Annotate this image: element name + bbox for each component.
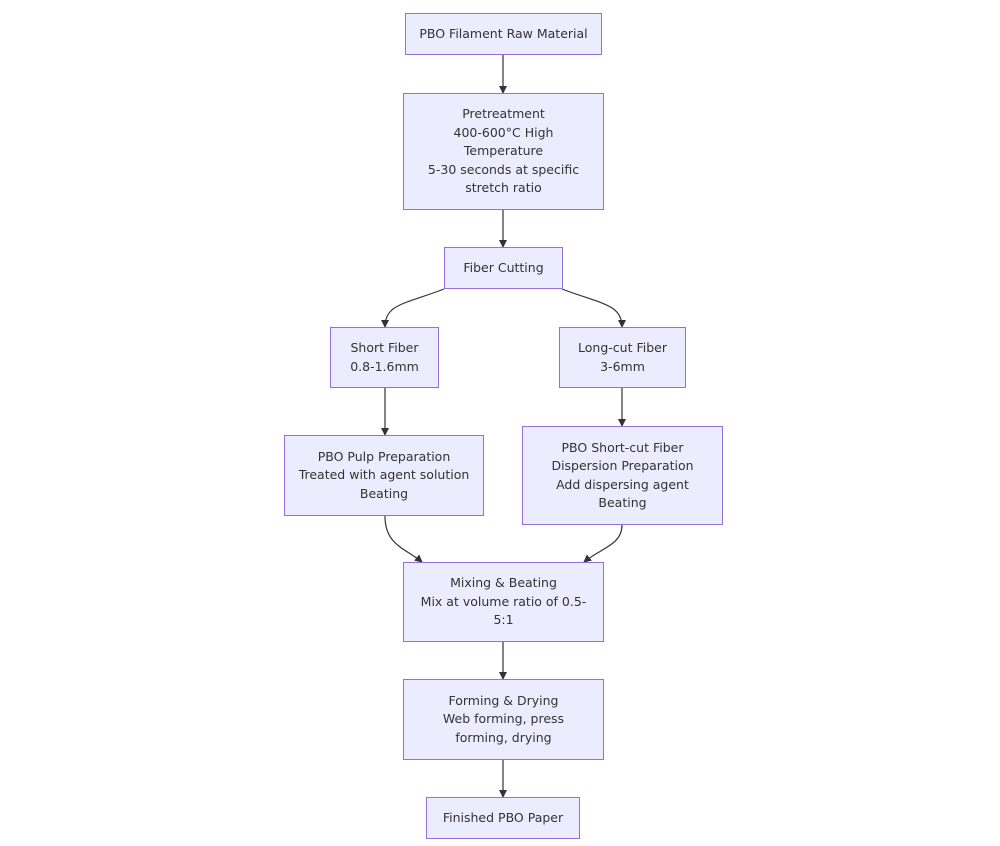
pulp-preparation-line: PBO Pulp Preparation [317, 448, 451, 464]
fiber-cutting-line: Fiber Cutting [463, 259, 544, 275]
node-fiber-cutting: Fiber Cutting [444, 247, 563, 289]
pulp-preparation-line: Beating [359, 485, 409, 501]
edge-cutting-to-long-fiber [561, 288, 626, 328]
short-fiber-line: Short Fiber [350, 340, 419, 355]
node-long-cut-fiber: Long-cut Fiber 3-6mm [559, 327, 686, 388]
dispersion-preparation-line: PBO Short-cut Fiber [561, 439, 684, 455]
mixing-beating-line: Mix at volume ratio of 0.5- [420, 593, 587, 609]
pulp-preparation-line: Treated with agent solution [298, 467, 470, 483]
node-finished-paper: Finished PBO Paper [426, 797, 580, 839]
pretreatment-line: 5-30 seconds at specific [427, 161, 580, 177]
forming-drying-line: Forming & Drying [448, 692, 559, 708]
long-cut-fiber-line: 3-6mm [600, 358, 645, 374]
pretreatment-line: Pretreatment [462, 106, 545, 122]
forming-drying-line: forming, drying [455, 729, 552, 745]
pretreatment-line: stretch ratio [465, 180, 542, 196]
edge-cutting-to-short-fiber [381, 288, 445, 328]
pretreatment-line: 400-600°C High [453, 124, 554, 140]
raw-material-line: PBO Filament Raw Material [419, 25, 588, 41]
short-fiber-line: 0.8-1.6mm [350, 358, 419, 374]
node-pretreatment: Pretreatment 400-600°C High Temperature … [403, 93, 604, 210]
forming-drying-line: Web forming, press [442, 711, 565, 727]
node-dispersion-preparation: PBO Short-cut Fiber Dispersion Preparati… [522, 426, 723, 525]
node-short-fiber: Short Fiber 0.8-1.6mm [330, 327, 439, 388]
edge-dispersion-to-mixing [583, 524, 623, 563]
node-pulp-preparation: PBO Pulp Preparation Treated with agent … [284, 435, 484, 516]
dispersion-preparation-line: Dispersion Preparation [551, 458, 694, 473]
edge-pulp-to-mixing [384, 515, 423, 563]
pretreatment-line: Temperature [463, 143, 544, 159]
dispersion-preparation-line: Add dispersing agent [556, 476, 689, 492]
node-mixing-beating: Mixing & Beating Mix at volume ratio of … [403, 562, 604, 642]
node-raw-material: PBO Filament Raw Material [405, 13, 602, 55]
dispersion-preparation-line: Beating [598, 495, 647, 510]
finished-paper-line: Finished PBO Paper [442, 809, 564, 825]
mixing-beating-line: 5:1 [493, 612, 514, 628]
mixing-beating-line: Mixing & Beating [450, 575, 557, 591]
node-forming-drying: Forming & Drying Web forming, press form… [403, 679, 604, 760]
long-cut-fiber-line: Long-cut Fiber [578, 340, 667, 355]
